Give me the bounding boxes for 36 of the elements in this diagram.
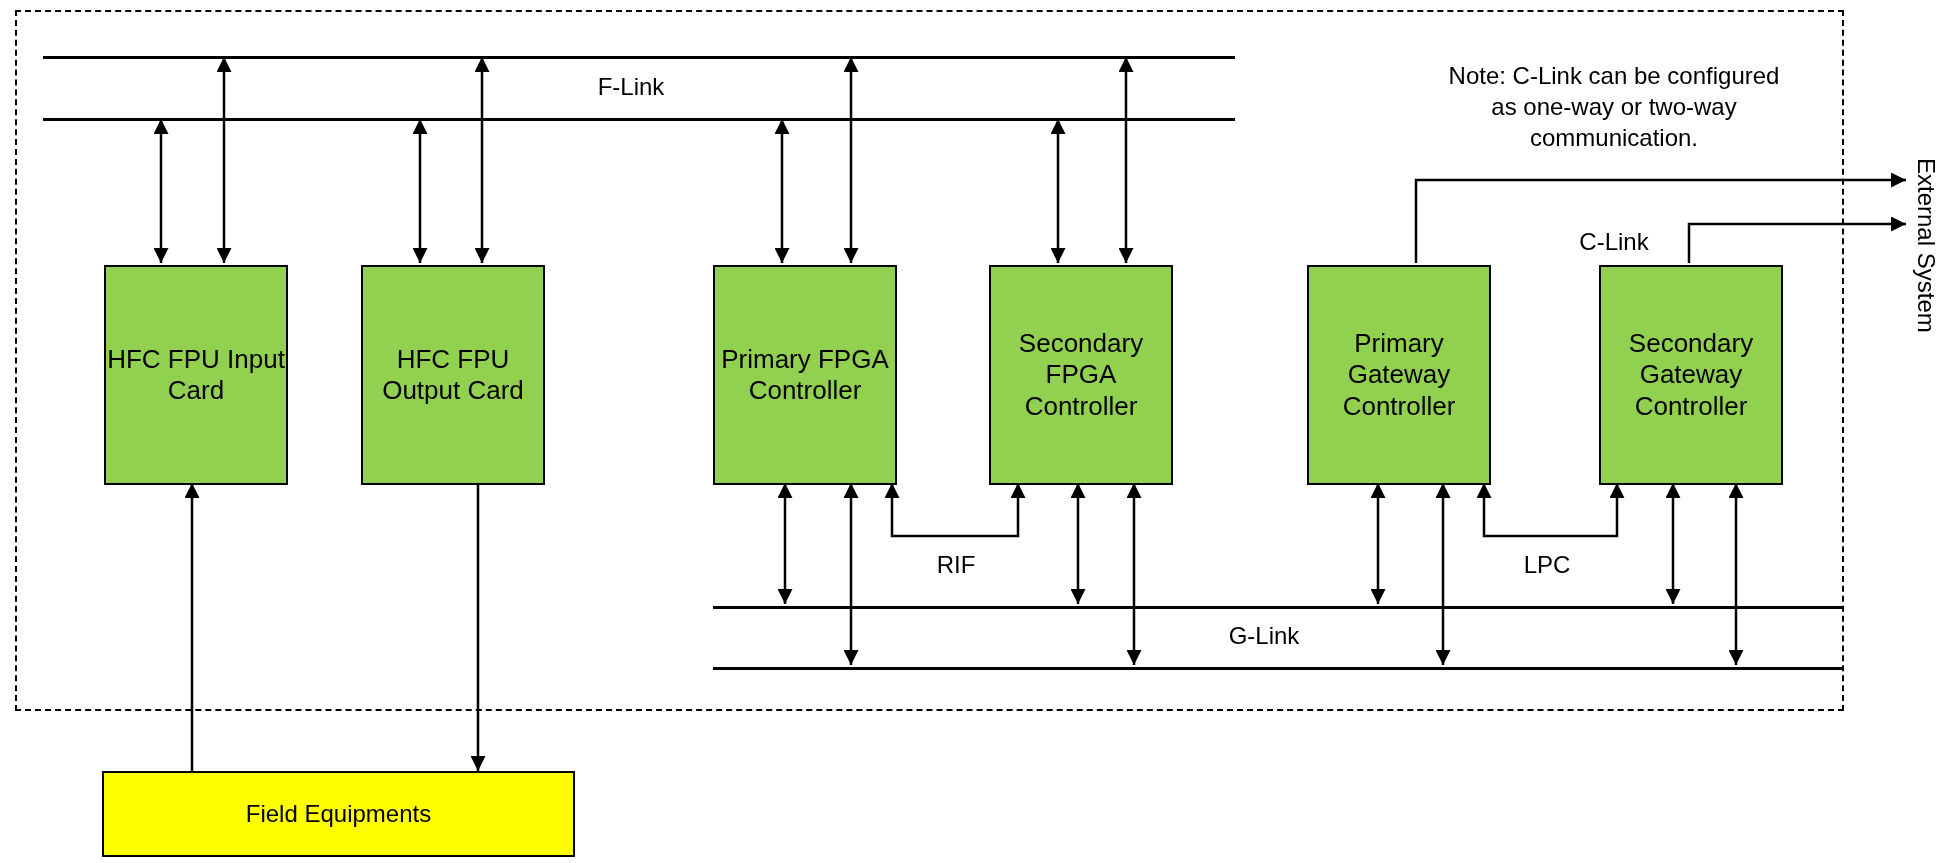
card-box: Primary Gateway Controller	[1307, 265, 1491, 485]
equipment-box: Field Equipments	[102, 771, 575, 857]
arrow	[153, 119, 169, 263]
arrow	[470, 483, 486, 771]
bus-line	[713, 667, 1843, 670]
arrow	[1370, 483, 1386, 604]
arrow	[884, 483, 1026, 538]
arrow	[474, 57, 490, 263]
arrow	[843, 57, 859, 263]
note-text: Note: C-Link can be configured as one-way or two-way communication.	[1447, 61, 1781, 154]
bus-line	[43, 56, 1235, 59]
arrow	[843, 483, 859, 665]
arrow	[216, 57, 232, 263]
bus-line	[713, 606, 1843, 609]
card-box: HFC FPU Output Card	[361, 265, 545, 485]
arrow	[1118, 57, 1134, 263]
arrow	[1687, 216, 1906, 263]
arrow	[1050, 119, 1066, 263]
arrow	[1665, 483, 1681, 604]
arrow	[777, 483, 793, 604]
arrow	[1728, 483, 1744, 665]
card-box: Secondary Gateway Controller	[1599, 265, 1783, 485]
arrow	[1476, 483, 1625, 538]
arrow	[1414, 172, 1906, 263]
arrow	[412, 119, 428, 263]
bus-line	[43, 118, 1235, 121]
card-box: Secondary FPGA Controller	[989, 265, 1173, 485]
side-label: External System	[1908, 120, 1944, 370]
arrow	[1070, 483, 1086, 604]
dashed-boundary	[15, 10, 1844, 711]
arrow	[774, 119, 790, 263]
card-box: HFC FPU Input Card	[104, 265, 288, 485]
arrow	[184, 483, 200, 771]
card-box: Primary FPGA Controller	[713, 265, 897, 485]
arrow	[1435, 483, 1451, 665]
arrow	[1126, 483, 1142, 665]
